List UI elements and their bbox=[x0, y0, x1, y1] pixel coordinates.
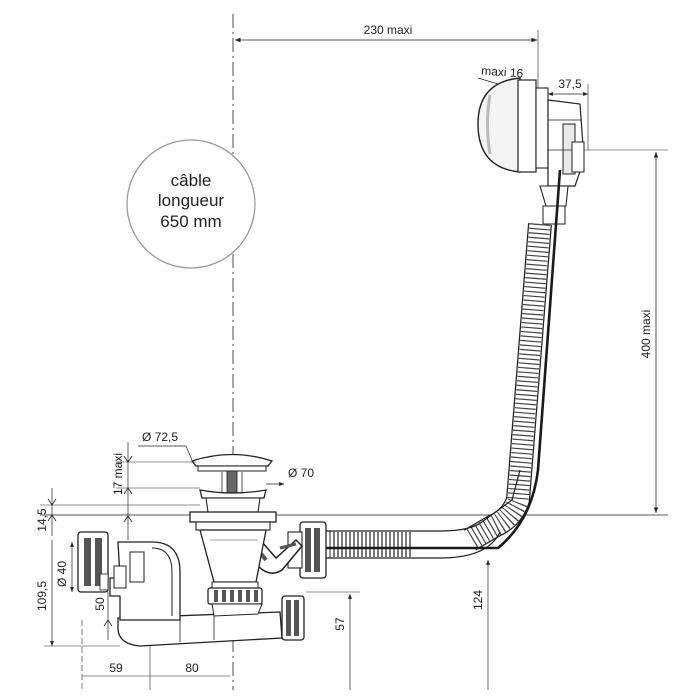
dimension-plug-diameter: Ø 72,5 bbox=[138, 430, 193, 461]
svg-text:109,5: 109,5 bbox=[35, 581, 49, 611]
overflow-head bbox=[477, 77, 585, 225]
dimension-waste-diameter: Ø 70 bbox=[266, 466, 314, 486]
dimension-pipe-diameter: Ø 40 bbox=[55, 542, 74, 592]
dimension-tube-height: 57 bbox=[306, 591, 360, 690]
dimension-trap-height: 109,5 bbox=[35, 540, 120, 647]
dimension-overflow-height: 400 maxi bbox=[580, 149, 668, 513]
inlet-nut bbox=[77, 531, 109, 593]
dimension-overflow-width: 37,5 bbox=[548, 77, 589, 150]
connecting-tube bbox=[320, 469, 521, 559]
bottle-trap bbox=[109, 541, 181, 621]
svg-text:59: 59 bbox=[109, 661, 123, 675]
svg-text:230 maxi: 230 maxi bbox=[364, 23, 413, 37]
svg-text:50: 50 bbox=[93, 597, 107, 611]
dimension-outlet-offset: 50 bbox=[93, 592, 113, 640]
dimension-thickness: 14,5 bbox=[35, 488, 57, 536]
cable-note-line2: longueur bbox=[158, 191, 225, 210]
plug-head bbox=[190, 453, 274, 494]
dimension-max-reach: 230 maxi bbox=[235, 23, 539, 90]
control-cable bbox=[300, 169, 562, 550]
cable-note-line3: 650 mm bbox=[160, 212, 221, 231]
dimension-elbow-height: 124 bbox=[471, 560, 490, 690]
waste-body bbox=[189, 489, 277, 605]
svg-text:Ø 72,5: Ø 72,5 bbox=[142, 430, 178, 444]
svg-text:maxi 16: maxi 16 bbox=[481, 64, 524, 81]
svg-text:Ø 70: Ø 70 bbox=[288, 466, 314, 480]
cable-note-line1: câble bbox=[171, 171, 212, 190]
outlet-nut bbox=[281, 595, 305, 641]
svg-text:400 maxi: 400 maxi bbox=[639, 310, 653, 359]
cable-length-note: câble longueur 650 mm bbox=[126, 139, 256, 269]
svg-text:124: 124 bbox=[471, 590, 485, 610]
svg-text:Ø 40: Ø 40 bbox=[55, 561, 69, 587]
svg-text:57: 57 bbox=[333, 617, 347, 631]
overflow-hose bbox=[463, 223, 552, 551]
dimension-bottom-spans: 59 80 bbox=[81, 620, 230, 690]
svg-text:37,5: 37,5 bbox=[558, 77, 582, 91]
svg-text:80: 80 bbox=[185, 661, 199, 675]
dimension-plug-rise: 17 maxi bbox=[111, 442, 200, 540]
svg-text:14,5: 14,5 bbox=[35, 508, 49, 532]
svg-text:17 maxi: 17 maxi bbox=[111, 453, 125, 495]
